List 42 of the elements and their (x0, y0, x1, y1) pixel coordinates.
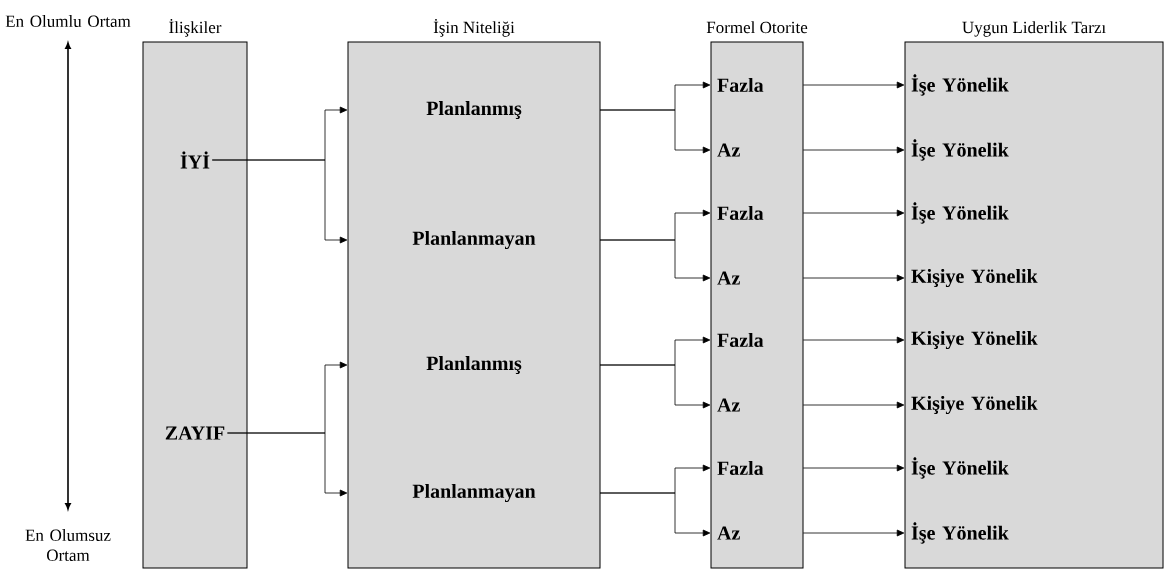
category-label: İşe Yönelik (911, 74, 1009, 96)
category-label: Fazla (717, 332, 764, 348)
arrow (599, 239, 711, 282)
column-heading: Uygun Liderlik Tarzı (962, 21, 1106, 37)
arrow (802, 209, 905, 217)
category-label: Az (717, 271, 740, 285)
category-label: Az (717, 143, 740, 157)
category-label: İşe Yönelik (911, 457, 1009, 479)
category-label: Planlanmış (426, 101, 522, 119)
category-label: İşe Yönelik (911, 522, 1009, 544)
category-label: Az (717, 526, 740, 540)
category-label: Kişiye Yönelik (911, 268, 1038, 288)
scale-label: En Olumsuz Ortam (25, 529, 111, 561)
arrow (802, 274, 905, 282)
arrow (802, 401, 905, 409)
column-heading: Formel Otorite (706, 21, 808, 34)
category-label: Planlanmayan (412, 483, 536, 503)
arrow (599, 364, 711, 409)
category-label: Planlanmış (426, 356, 522, 374)
arrow (802, 464, 905, 472)
arrow (802, 529, 905, 537)
category-label: Fazla (717, 77, 764, 93)
scale-label: En Olumlu Ortam (5, 15, 131, 27)
category-label: İYİ (180, 151, 210, 169)
category-label: İşe Yönelik (911, 139, 1009, 161)
category-label: ZAYIF (165, 426, 225, 440)
arrow (599, 109, 711, 154)
arrow (227, 432, 348, 497)
category-label: Kişiye Yönelik (911, 395, 1038, 415)
category-label: Fazla (717, 205, 764, 221)
category-label: Az (717, 398, 740, 412)
column-heading: İşin Niteliği (433, 18, 515, 37)
category-label: Kişiye Yönelik (911, 330, 1038, 350)
arrow (802, 146, 905, 154)
arrow (802, 81, 905, 89)
arrow (211, 159, 348, 244)
arrow (802, 336, 905, 344)
column-heading: İlişkiler (169, 18, 222, 37)
category-label: İşe Yönelik (911, 202, 1009, 224)
category-label: Fazla (717, 460, 764, 476)
category-label: Planlanmayan (412, 230, 536, 250)
arrow (599, 492, 711, 537)
